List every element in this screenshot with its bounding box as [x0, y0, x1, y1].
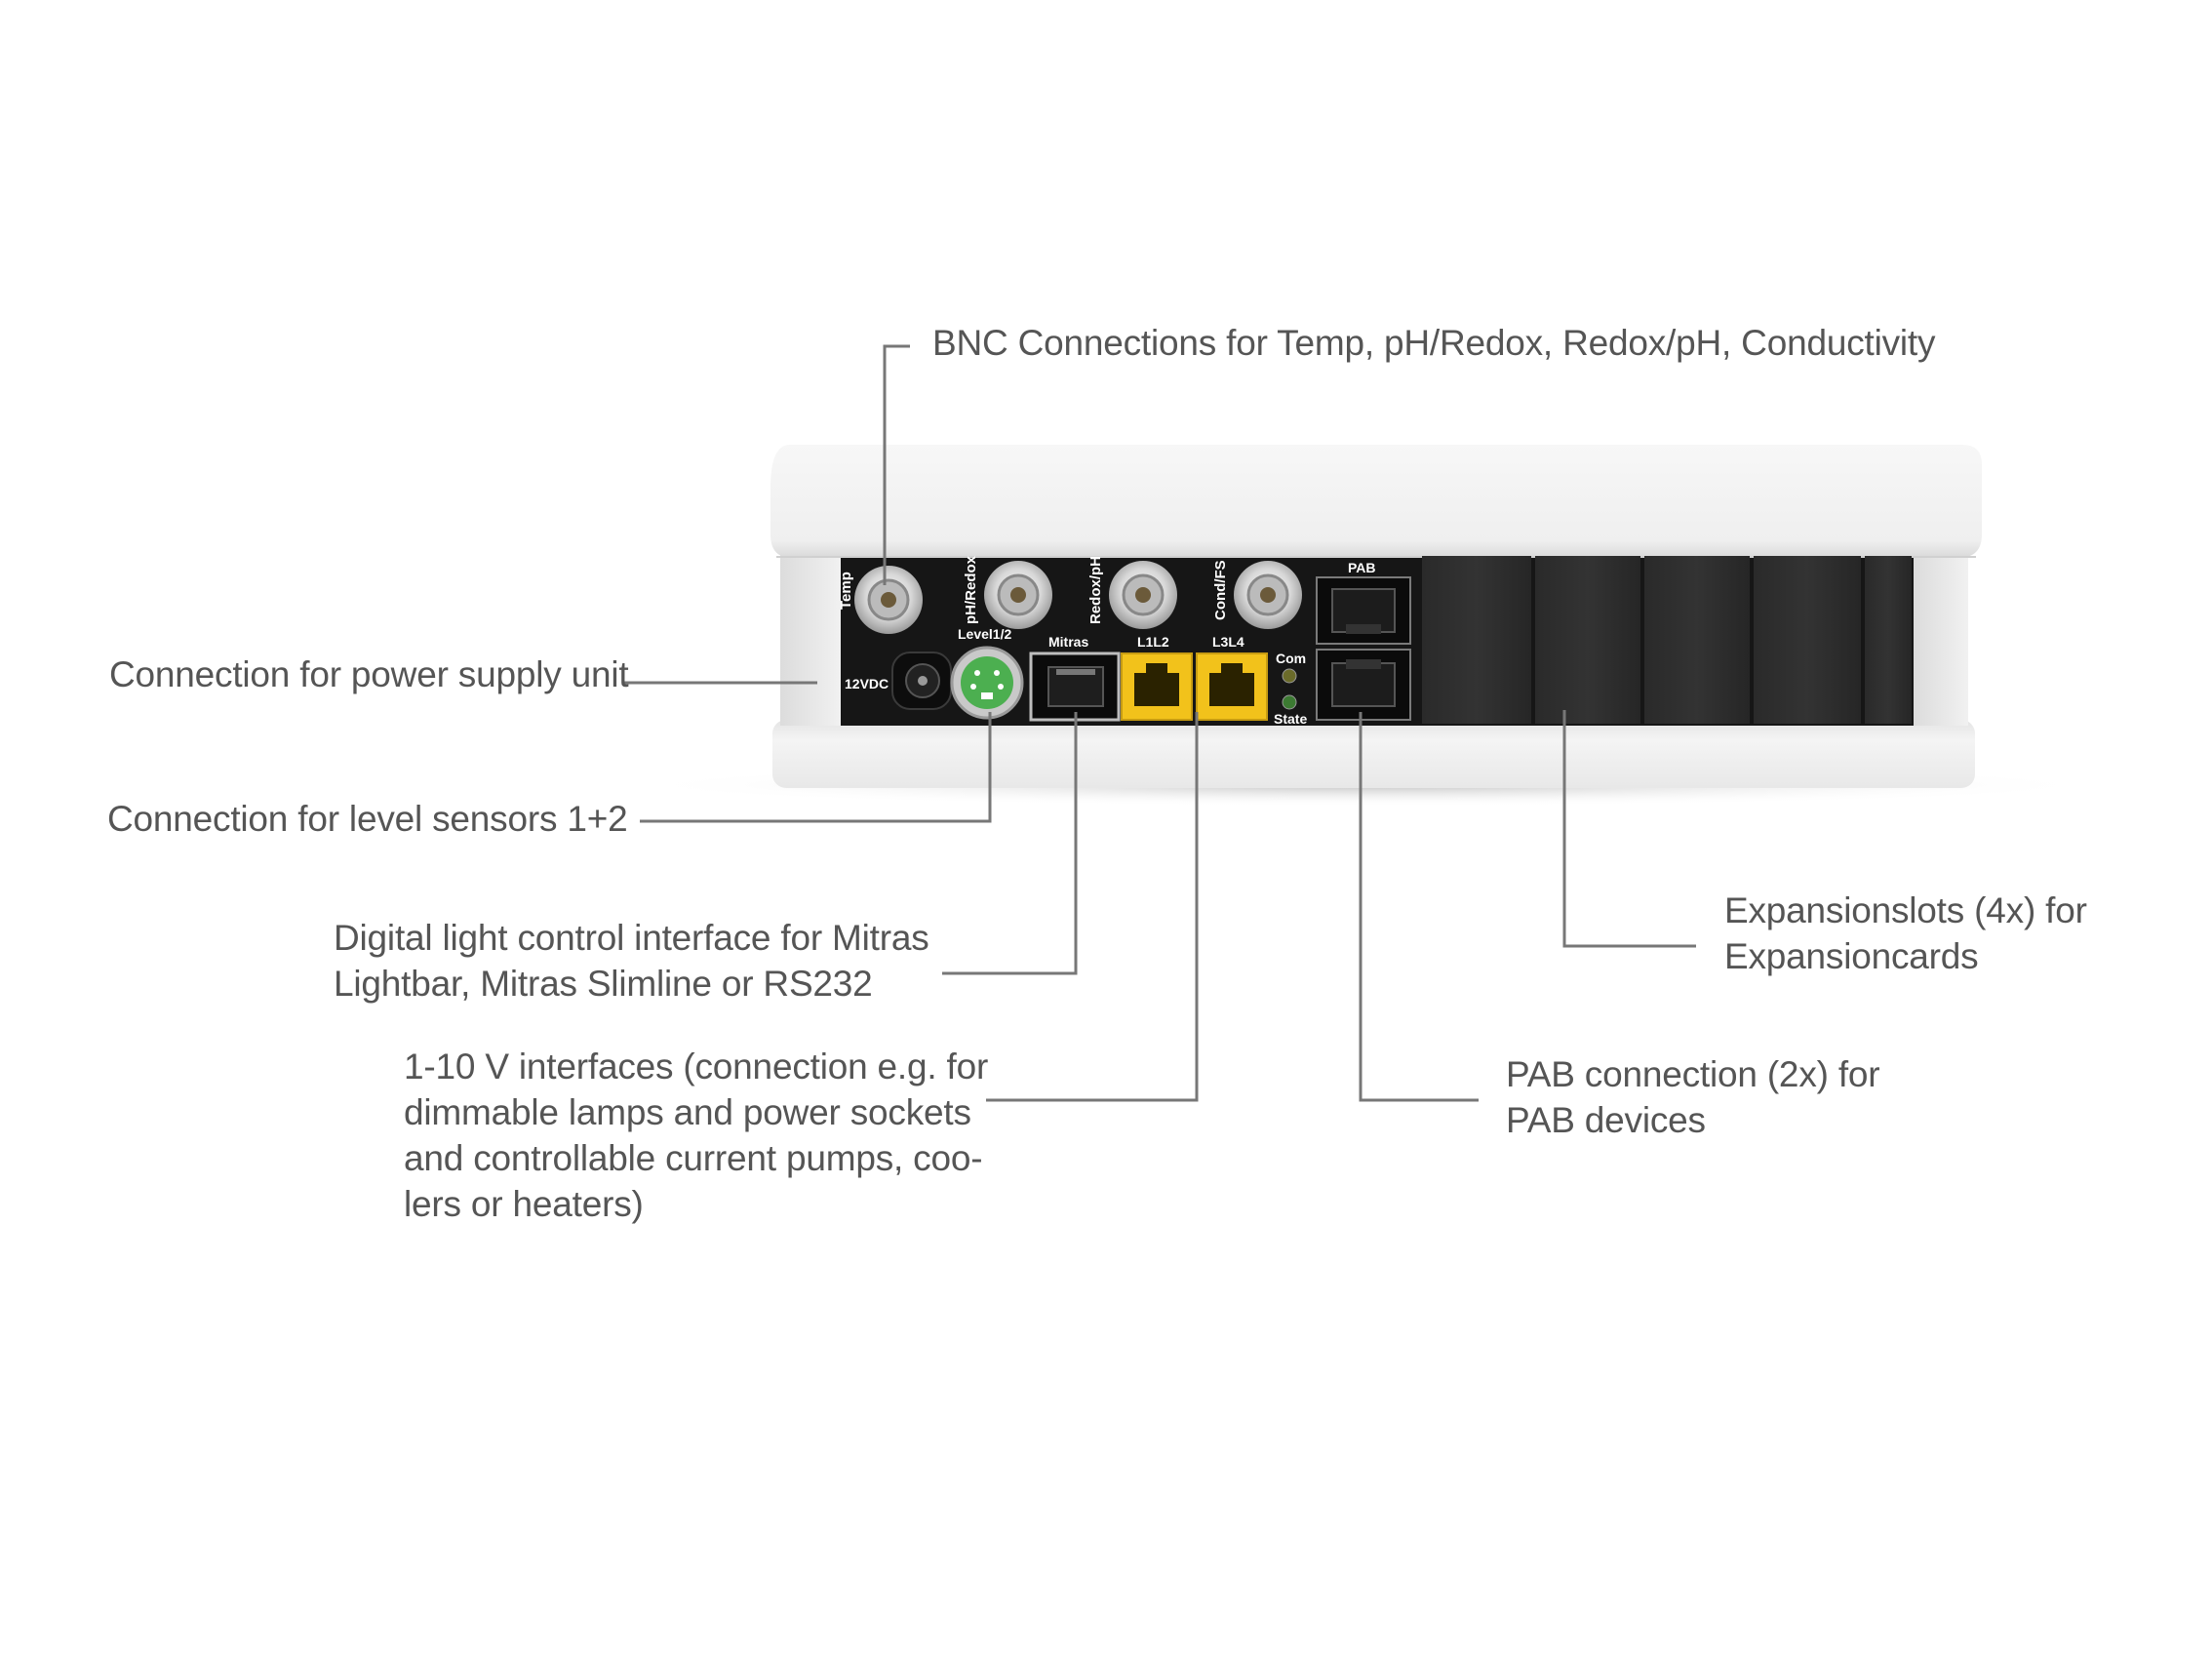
callout-line: PAB connection (2x) for: [1506, 1054, 1880, 1094]
pab-port-lower[interactable]: [1316, 649, 1411, 721]
label-l1l2: L1L2: [1137, 634, 1169, 650]
expansion-slots: [1422, 556, 1912, 724]
expansion-slot: [1644, 556, 1750, 724]
leader-pab: [1359, 712, 1479, 1102]
callout-line: PAB devices: [1506, 1100, 1706, 1140]
device-side-left: [780, 554, 841, 726]
callout-line: Digital light control interface for Mitr…: [334, 918, 929, 958]
l1l2-port[interactable]: [1121, 652, 1193, 721]
expansion-slot: [1535, 556, 1640, 724]
power-jack[interactable]: [891, 652, 952, 710]
callout-line: Connection for power supply unit: [109, 654, 629, 694]
callout-line: Lightbar, Mitras Slimline or RS232: [334, 964, 873, 1004]
expansion-slot: [1865, 556, 1912, 724]
bnc-ph-redox[interactable]: [984, 561, 1052, 629]
label-ph-redox: pH/Redox: [963, 555, 979, 624]
pab-port-upper[interactable]: [1316, 576, 1411, 645]
callout-line: and controllable current pumps, coo-: [404, 1138, 983, 1178]
callout-bnc: BNC Connections for Temp, pH/Redox, Redo…: [932, 320, 1936, 366]
label-temp: Temp: [838, 572, 854, 610]
expansion-slot: [1754, 556, 1861, 724]
label-cond: Cond/FS: [1212, 560, 1229, 620]
callout-analog: 1-10 V interfaces (connection e.g. for d…: [404, 1044, 988, 1227]
label-12vdc: 12VDC: [845, 676, 889, 691]
callout-line: 1-10 V interfaces (connection e.g. for: [404, 1047, 989, 1086]
callout-level: Connection for level sensors 1+2: [107, 796, 628, 842]
bnc-conductivity[interactable]: [1234, 561, 1302, 629]
callout-line: dimmable lamps and power sockets: [404, 1092, 971, 1132]
callout-line: Connection for level sensors 1+2: [107, 799, 628, 839]
label-state: State: [1274, 711, 1307, 727]
label-redox-ph: Redox/pH: [1087, 556, 1104, 624]
expansion-slot: [1422, 556, 1531, 724]
com-led: [1282, 668, 1297, 684]
leader-digital: [942, 712, 1078, 975]
label-l3l4: L3L4: [1212, 634, 1244, 650]
callout-line: Expansioncards: [1724, 936, 1979, 976]
leader-expansion: [1562, 710, 1696, 948]
label-pab: PAB: [1348, 560, 1376, 575]
l3l4-port[interactable]: [1196, 652, 1268, 721]
callout-line: Expansionslots (4x) for: [1724, 890, 2087, 930]
callout-power: Connection for power supply unit: [109, 652, 629, 697]
callout-digital: Digital light control interface for Mitr…: [334, 915, 929, 1007]
device-base: [772, 720, 1975, 788]
level-sensor-port[interactable]: [950, 646, 1024, 720]
callout-pab: PAB connection (2x) for PAB devices: [1506, 1051, 1880, 1143]
label-mitras: Mitras: [1048, 634, 1088, 650]
device-lid: [770, 445, 1982, 558]
leader-bnc: [883, 344, 910, 585]
bnc-redox-ph[interactable]: [1109, 561, 1177, 629]
leader-analog: [986, 712, 1199, 1102]
callout-expansion: Expansionslots (4x) for Expansioncards: [1724, 888, 2087, 979]
mitras-port[interactable]: [1029, 652, 1121, 722]
state-led: [1282, 694, 1297, 710]
callout-line: BNC Connections for Temp, pH/Redox, Redo…: [932, 323, 1936, 363]
device-side-right: [1914, 554, 1968, 726]
callout-line: lers or heaters): [404, 1184, 644, 1224]
label-level: Level1/2: [958, 626, 1011, 642]
bnc-temp[interactable]: [854, 566, 923, 634]
label-com: Com: [1276, 651, 1306, 666]
leader-level: [640, 712, 992, 823]
leader-lines: [622, 344, 1696, 1102]
